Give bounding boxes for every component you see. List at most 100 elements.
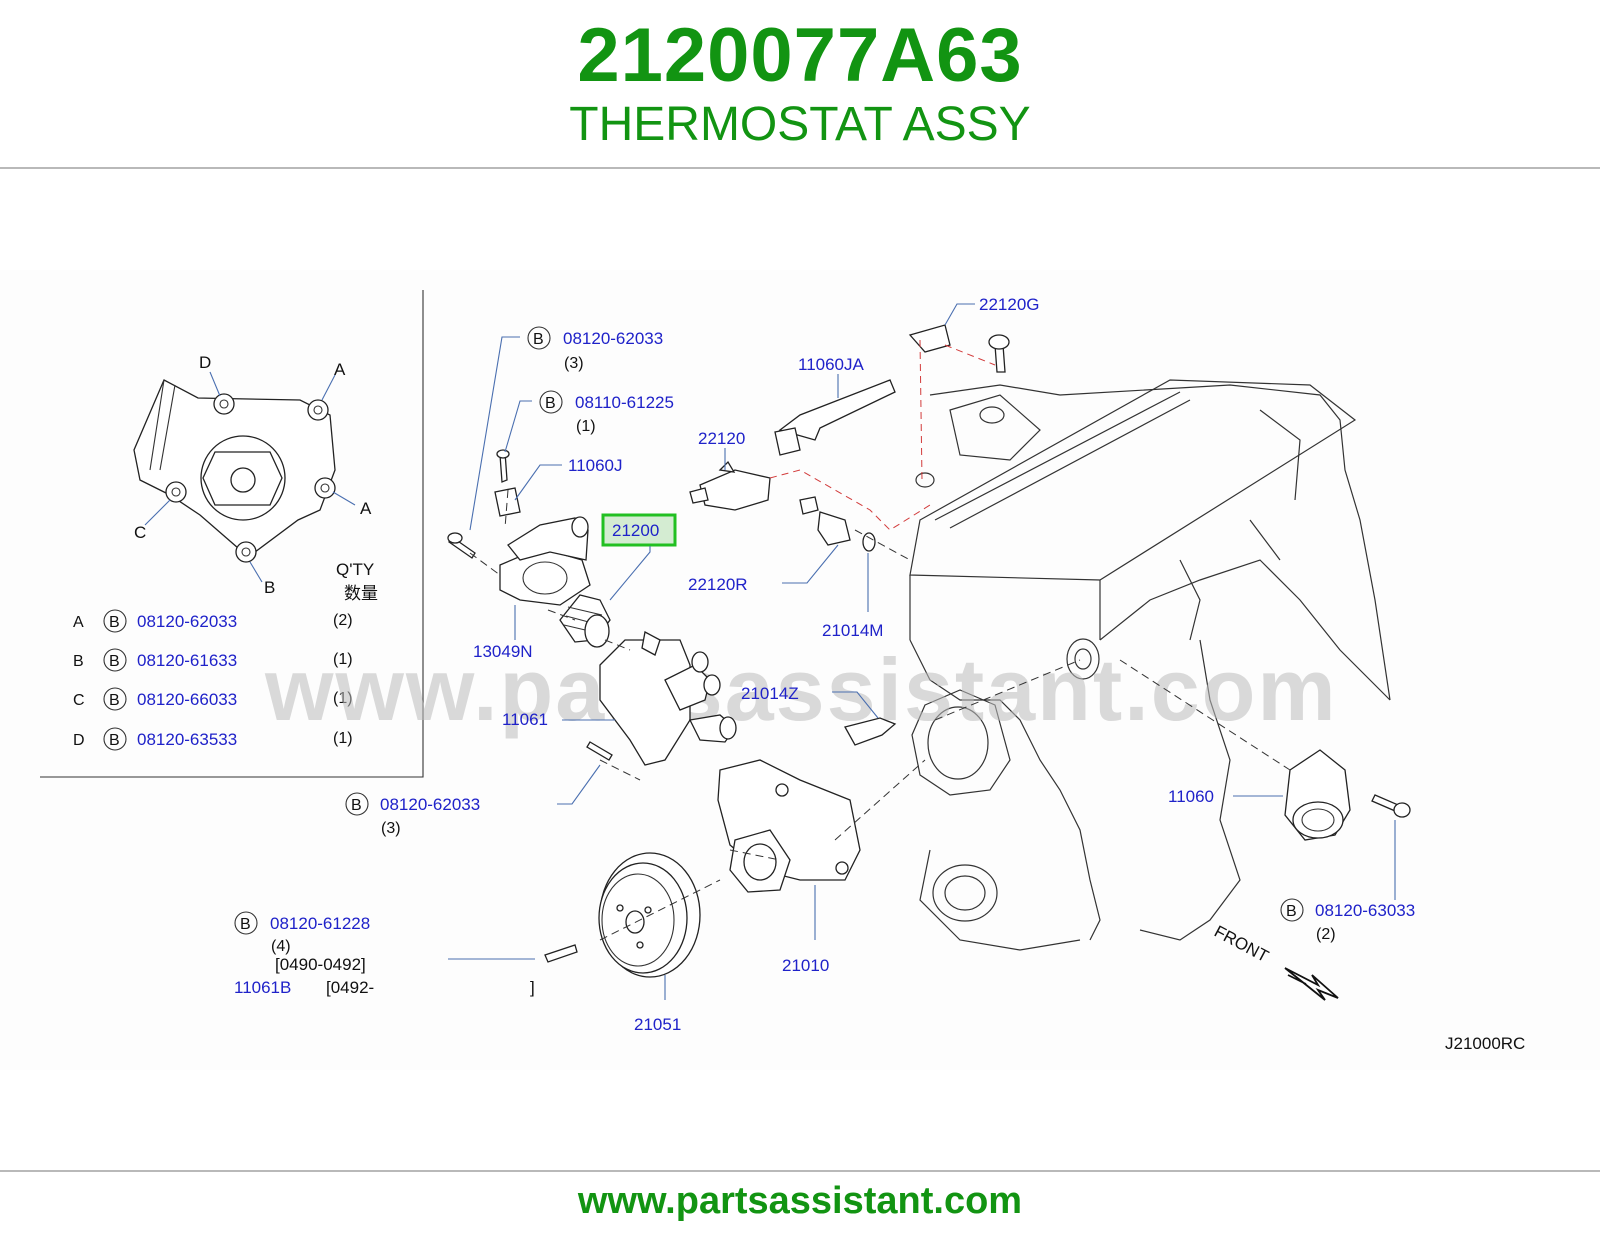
bracket-11060J	[494, 449, 521, 517]
date-range-2: [0492-	[326, 978, 374, 997]
part-link[interactable]: 08120-63533	[137, 730, 237, 749]
sensor-22120R	[799, 496, 851, 546]
svg-text:B: B	[109, 653, 120, 670]
svg-text:(1): (1)	[333, 651, 353, 668]
svg-text:(2): (2)	[1316, 926, 1336, 943]
bolt-b-icon	[527, 326, 551, 350]
inset-detail: D A A C B Q'TY 数量 A B 08120-62033 (2) B …	[40, 290, 424, 778]
bolt-b-icon	[539, 390, 563, 414]
svg-text:C: C	[73, 692, 85, 709]
part-link-21200[interactable]: 21200	[612, 521, 659, 540]
part-link[interactable]: 08120-62033	[137, 612, 237, 631]
part-link[interactable]: 08120-66033	[137, 690, 237, 709]
svg-text:B: B	[73, 653, 84, 670]
svg-text:B: B	[351, 797, 362, 814]
inset-row: B B 08120-61633 (1)	[73, 648, 353, 672]
part-link-21014M[interactable]: 21014M	[822, 621, 883, 640]
hole-label-a1: A	[334, 360, 346, 379]
clamp-11060JA	[774, 379, 896, 456]
footer-divider	[0, 1170, 1600, 1172]
hole-b	[235, 541, 257, 563]
svg-text:D: D	[73, 732, 85, 749]
part-link-21051[interactable]: 21051	[634, 1015, 681, 1034]
bolt-08120-62033-icon	[447, 532, 476, 559]
bolt-08120-61228-icon	[544, 944, 578, 963]
bolt-b-icon	[103, 648, 127, 672]
part-link-08110-61225[interactable]: 08110-61225	[575, 393, 674, 412]
svg-text:(2): (2)	[333, 612, 353, 629]
part-link-22120[interactable]: 22120	[698, 429, 745, 448]
part-link-22120G[interactable]: 22120G	[979, 295, 1040, 314]
page-header: 2120077A63 THERMOSTAT ASSY	[0, 0, 1600, 170]
svg-text:(1): (1)	[333, 730, 353, 747]
svg-text:B: B	[240, 916, 251, 933]
hole-d	[213, 393, 235, 415]
inset-row: D B 08120-63533 (1)	[73, 727, 353, 751]
sensor-21014Z	[844, 717, 897, 746]
engine-block	[909, 379, 1391, 951]
pump-mount-flange	[911, 689, 1011, 796]
part-name-subtitle: THERMOSTAT ASSY	[569, 98, 1031, 151]
svg-text:(3): (3)	[381, 820, 401, 837]
part-link[interactable]: 08120-61633	[137, 651, 237, 670]
svg-text:(1): (1)	[576, 418, 596, 435]
hole-a1	[307, 399, 329, 421]
svg-text:B: B	[533, 331, 544, 348]
bolt-b-icon	[234, 911, 258, 935]
qty-label-cn: 数量	[344, 584, 378, 603]
svg-text:A: A	[73, 614, 84, 631]
thermostat-housing-11061	[599, 631, 737, 766]
part-link-21014Z[interactable]: 21014Z	[741, 684, 799, 703]
part-link-08120-63033[interactable]: 08120-63033	[1315, 901, 1415, 920]
svg-text:B: B	[109, 732, 120, 749]
part-link-11060J[interactable]: 11060J	[568, 456, 623, 475]
part-link-11060[interactable]: 11060	[1168, 787, 1214, 806]
hole-label-b: B	[264, 578, 275, 597]
inset-row: A B 08120-62033 (2)	[73, 609, 353, 633]
inset-row: C B 08120-66033 (1)	[73, 687, 353, 711]
part-link-11061[interactable]: 11061	[502, 710, 548, 729]
water-outlet-housing	[507, 517, 589, 561]
diagram-code: J21000RC	[1445, 1034, 1525, 1053]
sensor-22120	[689, 460, 771, 511]
part-link-08120-62033-b[interactable]: 08120-62033	[380, 795, 480, 814]
water-pump-21010	[717, 759, 861, 893]
svg-text:B: B	[109, 692, 120, 709]
o-ring-21014M	[862, 532, 876, 552]
front-arrow-icon	[1284, 967, 1339, 1001]
hole-a2	[314, 477, 336, 499]
header-divider	[0, 167, 1600, 169]
part-link-08120-62033[interactable]: 08120-62033	[563, 329, 663, 348]
bolt-b-icon	[103, 727, 127, 751]
thermostat-21200	[559, 594, 611, 648]
part-link-11061B[interactable]: 11061B	[234, 978, 291, 997]
part-link-08120-61228[interactable]: 08120-61228	[270, 914, 370, 933]
part-link-13049N[interactable]: 13049N	[473, 642, 533, 661]
bolt-b-icon	[103, 687, 127, 711]
svg-text:B: B	[545, 395, 556, 412]
qty-label: Q'TY	[336, 560, 374, 579]
thermostat-gasket-13049N	[499, 516, 591, 606]
hole-label-d: D	[199, 353, 211, 372]
hole-label-a2: A	[360, 499, 372, 518]
svg-text:(1): (1)	[333, 690, 353, 707]
highlight-box-21200	[601, 513, 677, 547]
bolt-b-icon	[345, 792, 369, 816]
part-link-22120R[interactable]: 22120R	[688, 575, 748, 594]
date-range-1: [0490-0492]	[275, 955, 366, 974]
part-link-11060JA[interactable]: 11060JA	[798, 355, 865, 374]
part-link-21010[interactable]: 21010	[782, 956, 829, 975]
footer-url[interactable]: www.partsassistant.com	[577, 1180, 1023, 1222]
hole-label-c: C	[134, 523, 146, 542]
part-number-title: 2120077A63	[577, 13, 1023, 98]
bolt-08120-62033-icon	[586, 741, 613, 761]
svg-text:]: ]	[530, 978, 535, 997]
svg-text:(4): (4)	[271, 938, 291, 955]
svg-text:B: B	[1286, 903, 1297, 920]
inset-border	[40, 290, 424, 778]
hole-c	[165, 481, 187, 503]
svg-text:B: B	[109, 614, 120, 631]
bolt-b-icon	[103, 609, 127, 633]
water-outlet-11060	[1284, 749, 1351, 841]
